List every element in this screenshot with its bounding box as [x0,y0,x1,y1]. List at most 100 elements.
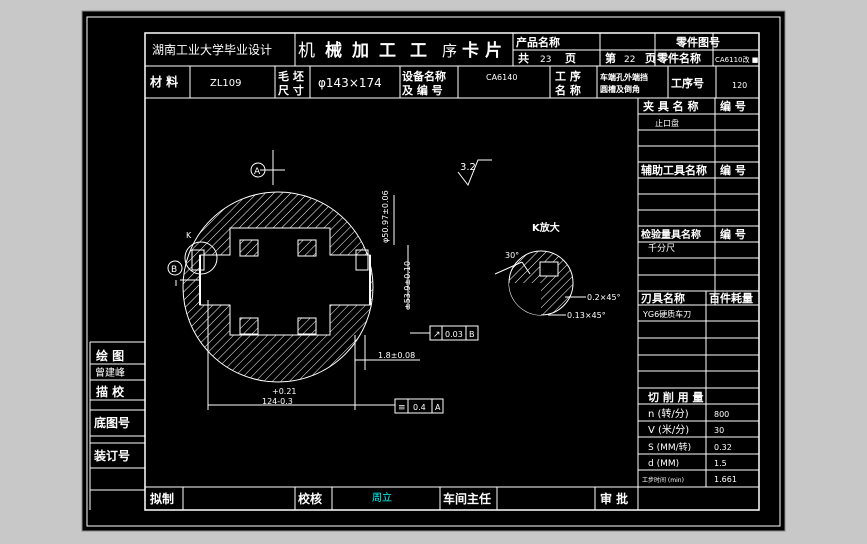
web-top-right [297,239,317,257]
runout-frame [429,325,479,341]
process-label-2: 名 称 [555,83,581,97]
consumption-label: 百件耗量 [709,291,753,305]
param-value-1: 30 [714,426,724,435]
chamfer-1: 0.2×45° [587,293,621,302]
blank-size: φ143×174 [318,76,382,90]
total-label: 共 [518,51,529,65]
overall-tolerance: +0.21 [272,387,297,396]
school-name: 湖南工业大学毕业设计 [152,42,272,57]
process-name-1: 车端孔外端挡 [600,72,648,82]
outer-frame [86,16,781,527]
chamfer-2: 0.13×45° [567,311,606,320]
draw-label: 绘 图 [96,348,124,363]
page-no: 22 [624,55,635,65]
card-title-6: 卡 [462,40,479,61]
aux-number-label: 编 号 [720,163,746,177]
page-label: 第 [605,51,616,65]
fixture-number-label: 编 号 [720,99,746,113]
right-panel-texts: 夹 具 名 称 编 号 止口盘 辅助工具名称 编 号 检验量具名称 编 号 千分… [641,99,753,484]
binding-label: 装订号 [93,448,130,463]
bottom-row-grid [145,486,759,510]
detail-k-marker [184,241,218,275]
trace-label: 描 校 [96,384,125,399]
right-panel-grid [637,98,759,487]
card-title-7: 片 [485,40,502,61]
card-title-5: 序 [442,42,457,60]
datum-b: B [171,265,177,275]
param-value-0: 800 [714,410,729,419]
row2-texts: 材 料 ZL109 毛 坯 尺 寸 φ143×174 设备名称 及 编 号 CA… [149,69,747,97]
approve-label: 审 批 [600,491,628,506]
card-title-3: 工 [379,41,396,61]
runout-datum: B [469,330,475,339]
cutter-label: 刃具名称 [641,291,685,305]
page-unit: 页 [645,52,656,65]
process-no: 120 [732,81,747,90]
annotations: A B K 3.2 φ50.97±0.06 ±53.9±0.10 ↗ 0.03 … [167,162,479,414]
equip-label-1: 设备名称 [402,69,446,83]
svg-text:↗: ↗ [433,330,441,340]
datum-b-bubble [167,260,183,276]
drawer-name: 曾建峰 [95,366,125,379]
symmetry-datum: A [435,403,441,412]
part-drawing-no-label: 零件图号 [675,35,720,49]
param-label-1: V (米/分) [648,423,689,436]
process-name-2: 圆槽及倒角 [600,84,640,94]
process-no-label: 工序号 [671,76,704,90]
svg-text:≡: ≡ [398,403,406,413]
blank-label-1: 毛 坯 [278,69,304,83]
part-name: CA6110改 ■ [715,55,758,64]
param-label-4: 工步时间 (min) [642,476,684,484]
header-texts: 湖南工业大学毕业设计 机 械 加 工 工 序 卡 片 产品名称 零件图号 共 2… [152,35,758,65]
check-label: 校核 [298,491,322,506]
measure-number-label: 编 号 [720,227,746,241]
equip-label-2: 及 编 号 [402,83,443,97]
measure-item: 千分尺 [648,243,675,254]
card-frame [144,32,760,511]
bottom-texts: 拟制 校核 周立 车间主任 审 批 [150,491,628,506]
header-grid [145,33,759,99]
aux-tool-label: 辅助工具名称 [641,163,707,177]
param-value-3: 1.5 [714,459,727,468]
param-label-3: d (MM) [648,459,679,469]
fixture-label: 夹 具 名 称 [643,99,699,113]
measure-label: 检验量具名称 [641,228,701,241]
card-title-1: 械 [325,40,342,61]
web-bottom [239,317,259,335]
card-title-4: 工 [410,41,427,61]
cutting-label: 切 削 用 量 [648,390,704,404]
card-title-0: 机 [298,41,315,61]
datum-a: A [254,167,261,177]
runout-value: 0.03 [445,330,463,339]
param-label-2: S (MM/转) [648,441,691,453]
web-bottom-right [297,317,317,335]
draft-label: 拟制 [150,491,174,506]
symmetry-value: 0.4 [413,403,426,412]
bore-dimension: φ50.97±0.06 [381,190,390,243]
detail-view-k: K放大 30° 0.2×45° 0.13×45° [494,221,621,320]
product-name-label: 产品名称 [516,35,560,49]
part-section-view [175,150,492,410]
material-value: ZL109 [210,78,242,89]
left-panel-texts: 绘 图 曾建峰 描 校 底图号 装订号 [93,348,130,463]
param-label-0: n (转/分) [648,407,689,420]
section-k-label: K [186,231,192,240]
fixture-item: 止口盘 [655,118,679,128]
length-dimension: ±53.9±0.10 [403,261,412,310]
part-name-label: 零件名称 [656,51,701,65]
roughness-value: 3.2 [460,162,476,173]
datum-a-bubble [250,162,266,178]
base-drawing-label: 底图号 [94,415,130,430]
detail-label: K放大 [532,221,560,234]
workshop-label: 车间主任 [443,491,491,506]
process-label-1: 工 序 [555,69,581,83]
groove-dimension: 1.8±0.08 [378,351,415,360]
symmetry-frame [394,398,444,414]
total-page-unit: 页 [565,52,576,65]
card-title-2: 加 [351,41,369,61]
blank-label-2: 尺 寸 [278,83,304,97]
web-top [239,239,259,257]
cutter-item: YG6硬质车刀 [642,309,691,319]
equip-value: CA6140 [486,73,517,82]
